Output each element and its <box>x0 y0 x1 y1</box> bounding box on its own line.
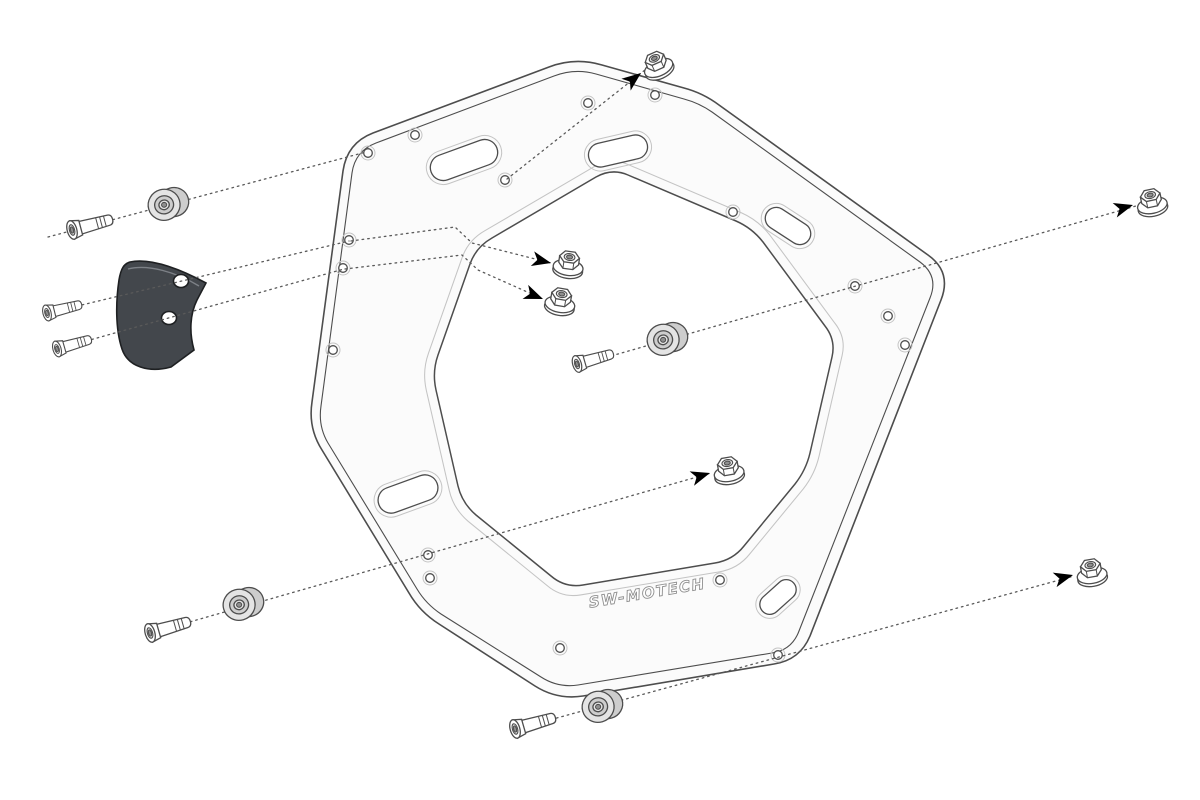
slot-cutout <box>759 578 797 616</box>
hole-boss-outline <box>335 260 351 276</box>
slot-boss-outline <box>373 470 443 518</box>
hole-boss-outline <box>712 572 728 588</box>
flange-nut <box>1133 185 1170 220</box>
mounting-hole <box>650 90 660 100</box>
hole-boss-outline <box>880 308 896 324</box>
flange-nut <box>1073 556 1110 590</box>
assembly-axis-line <box>350 226 552 264</box>
mounting-hole <box>344 235 354 245</box>
hole-boss-outline <box>552 640 568 656</box>
assembly-axis-line <box>53 268 345 351</box>
plate-inner-contour <box>319 70 934 687</box>
bracket-edge-highlight <box>127 266 200 287</box>
socket-bolt <box>507 707 559 741</box>
hole-boss-outline <box>580 95 596 111</box>
mounting-hole <box>328 345 338 355</box>
mounting-hole <box>728 207 738 217</box>
mounting-hole <box>425 573 435 583</box>
slot-boss-outline <box>425 134 503 186</box>
mounting-hole <box>555 643 565 653</box>
slot-cutout <box>429 138 499 182</box>
mounting-hole <box>363 148 373 158</box>
rubber-spacer <box>218 582 269 625</box>
hole-boss-outline <box>497 172 513 188</box>
adapter-plate: SW-MOTECH <box>310 60 946 698</box>
hole-boss-outline <box>847 278 863 294</box>
plate-features <box>325 87 913 663</box>
mounting-hole <box>423 550 433 560</box>
mounting-hole <box>773 650 783 660</box>
socket-bolt <box>50 330 95 359</box>
socket-bolt <box>64 209 116 242</box>
hole-boss-outline <box>897 337 913 353</box>
hole-boss-outline <box>360 145 376 161</box>
mounting-hole <box>410 130 420 140</box>
slot-boss-outline <box>583 130 653 172</box>
mounting-bracket <box>115 260 208 371</box>
slot-boss-outline <box>760 202 816 250</box>
direction-arrow-icon <box>1112 197 1136 218</box>
mounting-hole <box>338 263 348 273</box>
mounting-hole <box>715 575 725 585</box>
slot-cutout <box>587 134 649 168</box>
rubber-spacer <box>143 182 194 225</box>
hole-boss-outline <box>420 547 436 563</box>
mounting-hole <box>583 98 593 108</box>
hole-boss-outline <box>647 87 663 103</box>
mounting-hole <box>900 340 910 350</box>
mounting-hole <box>883 311 893 321</box>
hole-boss-outline <box>422 570 438 586</box>
mounting-hole <box>500 175 510 185</box>
slot-cutout <box>377 474 439 514</box>
assembly-axis-line <box>43 240 350 315</box>
socket-bolt <box>142 611 194 645</box>
direction-arrow-icon <box>1052 567 1075 588</box>
slot-cutout <box>764 206 812 246</box>
assembly-axis-line <box>344 254 544 300</box>
assembly-axis-line <box>47 151 367 238</box>
slot-boss-outline <box>755 575 801 619</box>
socket-bolt <box>40 295 85 323</box>
assembly-axis-line <box>506 65 651 180</box>
hole-boss-outline <box>325 342 341 358</box>
hole-boss-outline <box>725 204 741 220</box>
hole-boss-outline <box>407 127 423 143</box>
